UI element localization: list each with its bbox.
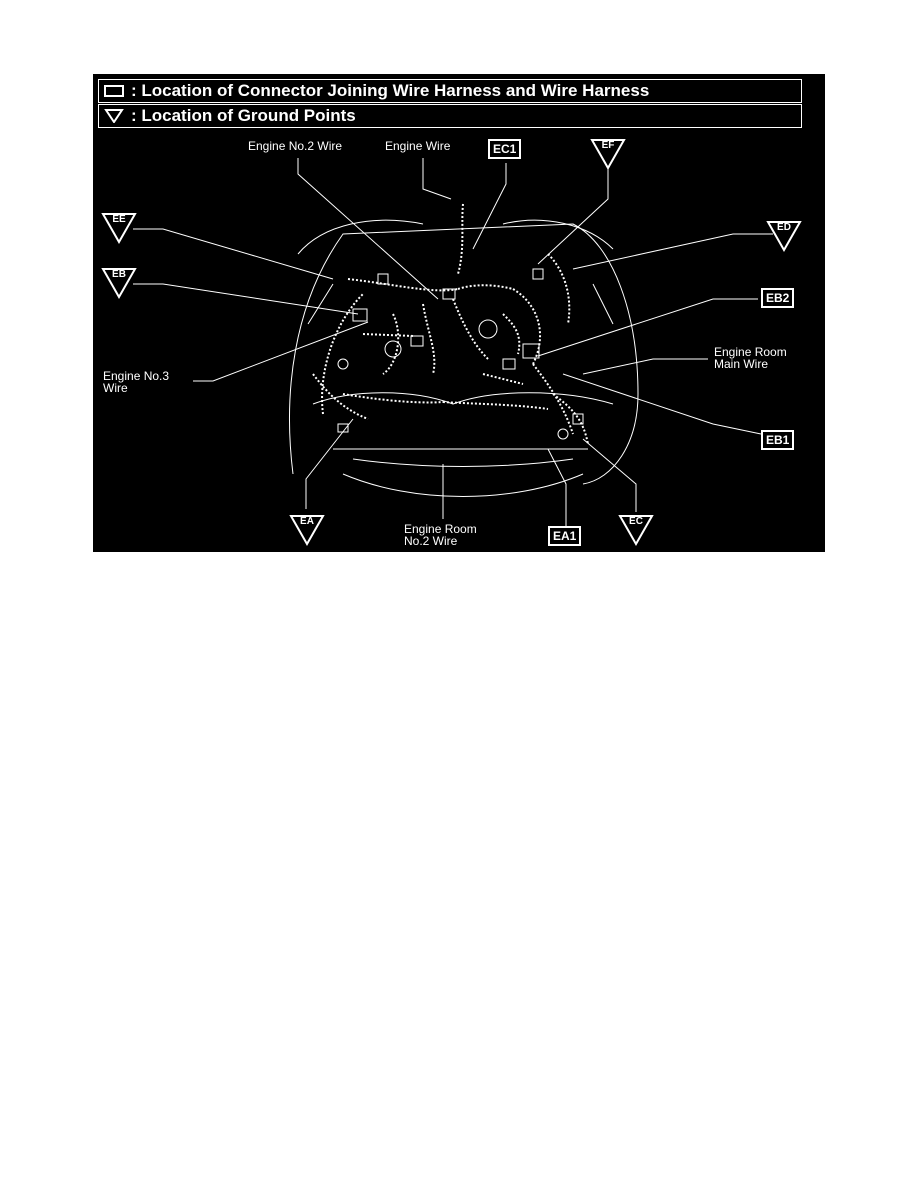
triangle-down-icon — [101, 268, 137, 299]
ground-point-ea: EA — [289, 514, 325, 546]
ground-point-ee: EE — [101, 212, 137, 244]
wiring-diagram-figure: : Location of Connector Joining Wire Har… — [93, 74, 825, 552]
triangle-down-icon — [101, 213, 137, 244]
label-engine-room-main-wire-line2: Main Wire — [714, 357, 769, 371]
connector-ea1-box: EA1 — [548, 526, 582, 546]
triangle-down-icon — [766, 221, 802, 252]
triangle-down-icon — [590, 139, 626, 170]
ground-point-ea-label: EA — [300, 516, 314, 527]
label-engine-no3-wire-line1: Engine No.3 — [103, 369, 170, 383]
connector-ec1-box: EC1 — [488, 139, 522, 159]
legend-connector-text: : Location of Connector Joining Wire Har… — [131, 81, 650, 100]
ground-point-ee-label: EE — [112, 214, 126, 225]
engine-bay-illustration — [133, 158, 773, 526]
ground-point-eb: EB — [101, 267, 137, 299]
ground-point-ef: EF — [590, 138, 626, 170]
legend-connector-row: : Location of Connector Joining Wire Har… — [98, 79, 802, 103]
ground-point-ec: EC — [618, 514, 654, 546]
ground-point-eb-label: EB — [112, 269, 126, 280]
connector-eb2-box: EB2 — [761, 288, 795, 308]
ground-point-ed: ED — [766, 220, 802, 252]
legend-ground-text: : Location of Ground Points — [131, 106, 356, 125]
label-engine-room-no2-wire-line2: No.2 Wire — [404, 534, 458, 548]
legend-ground-row: : Location of Ground Points — [98, 104, 802, 128]
ground-point-ed-label: ED — [777, 222, 791, 233]
connector-eb1-box: EB1 — [761, 430, 795, 450]
label-engine-no3-wire-line2: Wire — [103, 381, 128, 395]
ground-point-ec-label: EC — [629, 516, 643, 527]
triangle-down-icon — [289, 515, 325, 546]
label-engine-no2-wire: Engine No.2 Wire — [248, 139, 343, 153]
label-engine-wire: Engine Wire — [385, 139, 451, 153]
ground-point-ef-label: EF — [601, 140, 615, 151]
rectangle-outline-icon — [104, 85, 124, 97]
triangle-down-icon — [618, 515, 654, 546]
label-engine-room-no2-wire-line1: Engine Room — [404, 522, 477, 536]
label-engine-room-main-wire-line1: Engine Room — [714, 345, 787, 359]
triangle-down-outline-icon — [104, 109, 124, 123]
